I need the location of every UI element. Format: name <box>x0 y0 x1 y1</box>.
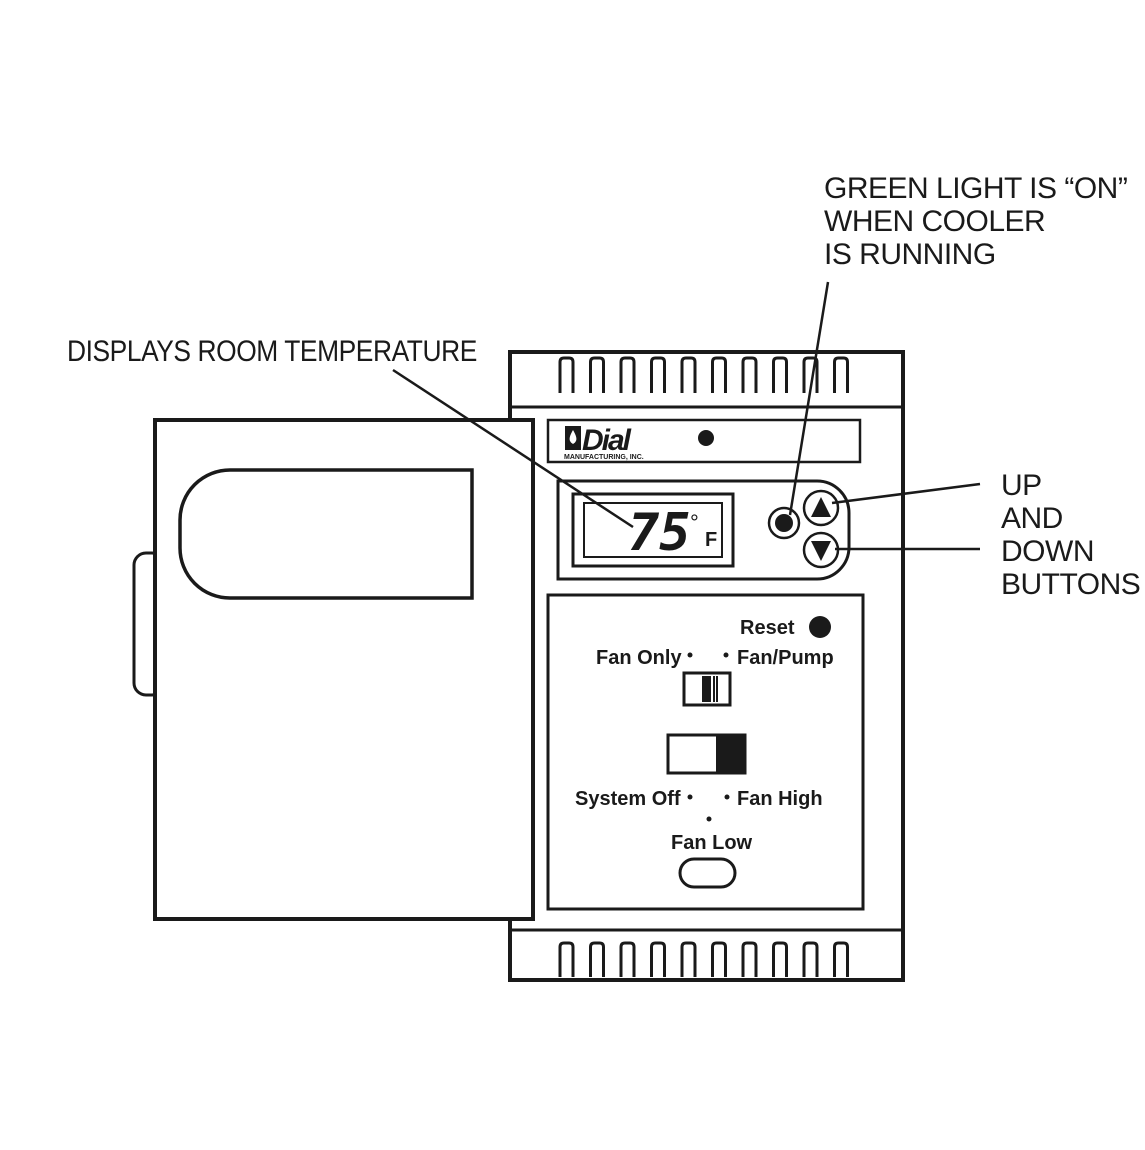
lcd-screen <box>583 502 723 558</box>
top-vent-slot <box>802 356 819 393</box>
degree-symbol: ° <box>690 510 699 535</box>
arrow-down-icon <box>811 541 831 561</box>
status-light <box>775 514 793 532</box>
green-light-callout-line-3: IS RUNNING <box>824 238 996 271</box>
logo-strip <box>546 418 862 464</box>
display-leader-line <box>392 368 634 529</box>
buttons-callout-line-3: DOWN <box>1001 535 1094 568</box>
arrow-up-icon <box>811 497 831 517</box>
top-vent-slot <box>650 356 666 393</box>
bottom-vent-slot <box>772 941 788 977</box>
top-vent-slot <box>741 356 758 393</box>
reset-button[interactable] <box>809 616 831 638</box>
fan-low-button[interactable] <box>678 857 737 889</box>
buttons-callout-line-4: BUTTONS <box>1001 568 1140 601</box>
fan-pump-dot <box>723 652 729 658</box>
light-leader-line <box>788 281 830 516</box>
temperature-readout: 75 <box>628 503 691 563</box>
dial-logo: Dial MANUFACTURING, INC. <box>564 424 644 461</box>
door-window <box>178 468 474 600</box>
up-leader-line <box>831 482 981 505</box>
green-light-callout-line-1: GREEN LIGHT IS “ON” <box>824 172 1127 205</box>
bottom-vent-slot <box>833 941 849 977</box>
pump-slide-switch[interactable] <box>682 671 732 707</box>
temperature-unit: F <box>705 529 717 551</box>
top-vent-slot <box>680 356 697 393</box>
sensor-dot <box>698 430 714 446</box>
top-vent-slot <box>833 356 849 393</box>
bottom-vent-slot <box>650 941 666 977</box>
down-button[interactable] <box>802 531 840 569</box>
bottom-vent-slot <box>711 941 727 977</box>
fan-pump-label: Fan/Pump <box>737 647 834 669</box>
top-vent-slot <box>711 356 727 393</box>
bottom-vent-slot <box>741 941 758 977</box>
bottom-vent-slots <box>558 941 849 977</box>
top-vent-slot <box>619 356 636 393</box>
green-light-callout-line-2: WHEN COOLER <box>824 205 1045 238</box>
system-off-label: System Off <box>575 788 681 810</box>
up-button[interactable] <box>802 489 840 527</box>
fan-only-dot <box>687 652 693 658</box>
bottom-vent-slot <box>802 941 819 977</box>
bottom-vent-slot <box>619 941 636 977</box>
fan-high-dot <box>724 794 730 800</box>
fan-only-label: Fan Only <box>596 647 682 669</box>
water-drop-icon <box>569 430 577 444</box>
fan-low-label: Fan Low <box>671 832 753 854</box>
brand-subtitle: MANUFACTURING, INC. <box>564 454 644 461</box>
buttons-callout-line-1: UP <box>1001 469 1042 502</box>
green-light-callout: GREEN LIGHT IS “ON” WHEN COOLER IS RUNNI… <box>824 172 1128 271</box>
brand-name: Dial <box>582 424 632 457</box>
fan-high-label: Fan High <box>737 788 823 810</box>
top-vent-slots <box>558 356 849 393</box>
system-off-dot <box>687 794 693 800</box>
bottom-vent-slot <box>589 941 605 977</box>
top-vent-slot <box>589 356 605 393</box>
top-vent-slot <box>772 356 788 393</box>
reset-label: Reset <box>740 617 795 639</box>
system-slide-switch[interactable] <box>666 733 747 775</box>
top-vent-slot <box>558 356 575 393</box>
buttons-callout-line-2: AND <box>1001 502 1063 535</box>
display-callout: DISPLAYS ROOM TEMPERATURE <box>67 333 477 367</box>
bottom-vent-slot <box>680 941 697 977</box>
bottom-vent-slot <box>558 941 575 977</box>
buttons-callout: UP AND DOWN BUTTONS <box>1001 469 1141 601</box>
fan-low-dot <box>706 816 712 822</box>
